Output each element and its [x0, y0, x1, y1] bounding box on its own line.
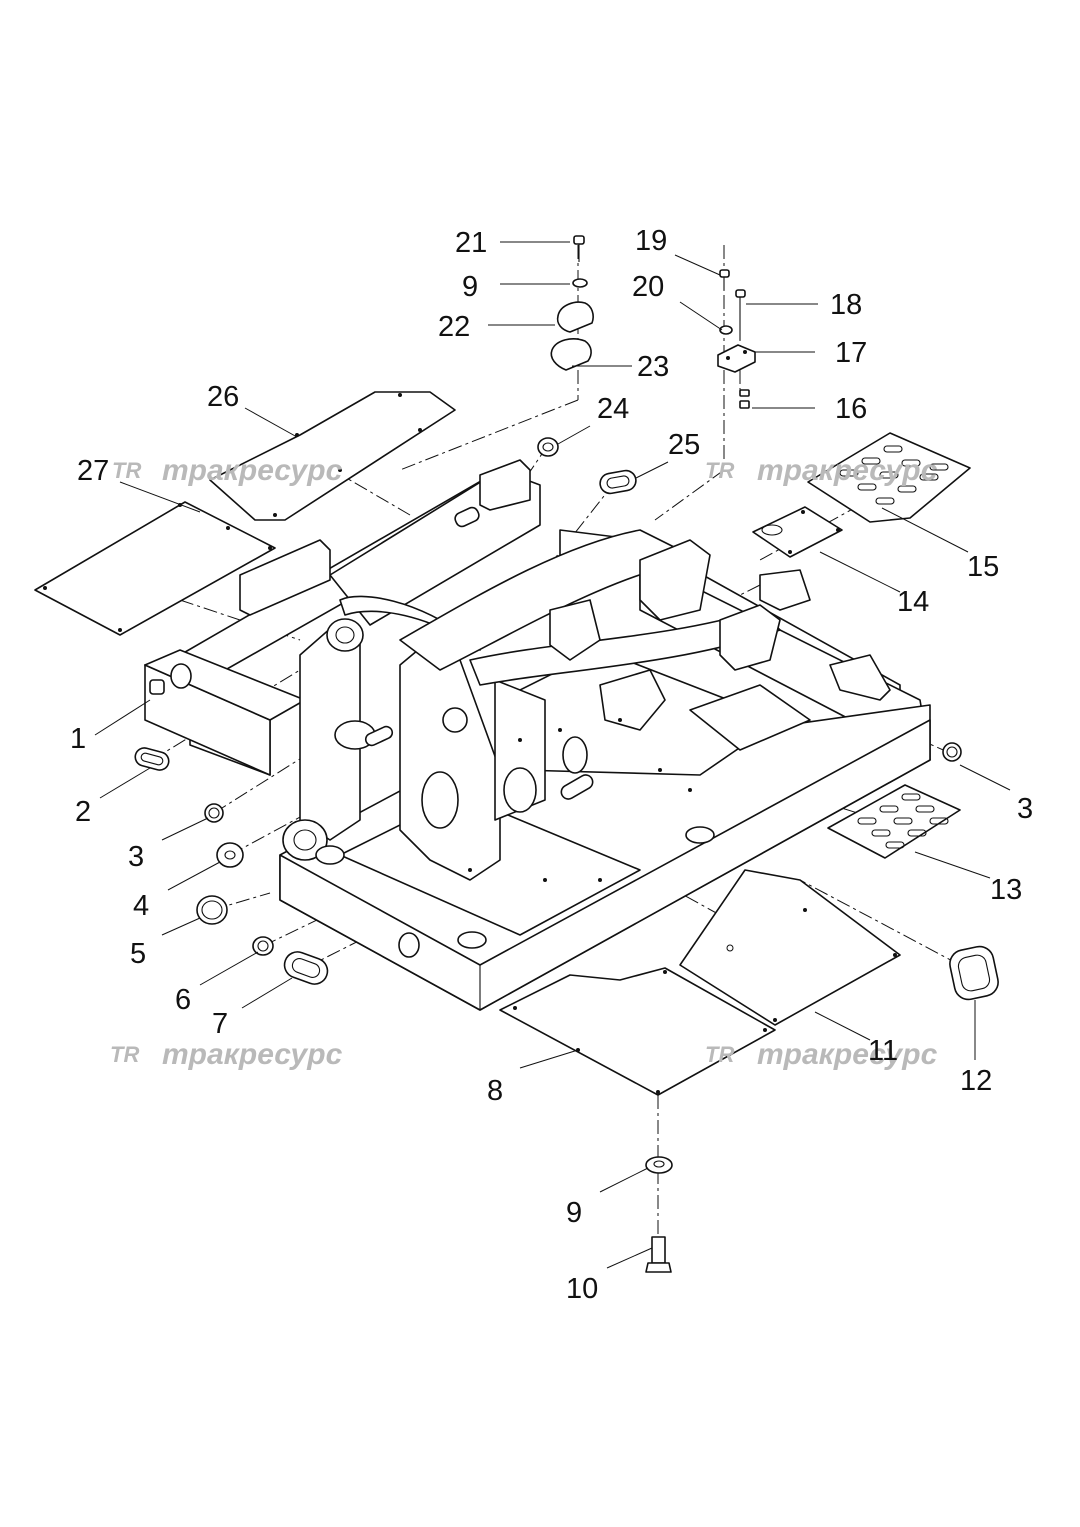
callout-2: 2 — [75, 796, 91, 828]
callout-21: 21 — [455, 227, 487, 259]
watermark-logo: TR — [112, 458, 141, 483]
callout-8: 8 — [487, 1075, 503, 1107]
washer-20 — [719, 325, 733, 335]
bracket-17 — [717, 344, 756, 373]
plate-14 — [752, 506, 843, 558]
callout-22: 22 — [438, 311, 470, 343]
callout-10: 10 — [566, 1273, 598, 1305]
callout-14: 14 — [897, 586, 929, 618]
callout-15: 15 — [967, 551, 999, 583]
watermark-text: тракресурс — [757, 1038, 938, 1071]
watermark-text: тракресурс — [757, 454, 938, 487]
callout-9: 9 — [566, 1197, 582, 1229]
callout-18: 18 — [830, 289, 862, 321]
callout-13: 13 — [990, 874, 1022, 906]
grommet-2 — [134, 747, 170, 771]
callout-19: 19 — [635, 225, 667, 257]
watermark-logo: TR — [705, 1042, 734, 1067]
callout-4: 4 — [133, 890, 149, 922]
washer-4 — [216, 842, 244, 868]
bolt-18 — [735, 289, 746, 340]
plug-6 — [252, 936, 274, 956]
plug-3-left — [204, 803, 224, 823]
plate-23 — [550, 338, 592, 371]
cover-plate-11 — [679, 869, 901, 1026]
cover-plate-8 — [499, 967, 776, 1096]
grommet-7 — [283, 951, 329, 985]
washer-9-bottom — [645, 1156, 673, 1174]
grated-plate-13 — [827, 784, 961, 859]
callout-9: 9 — [462, 271, 478, 303]
watermark-text: тракресурс — [162, 1038, 343, 1071]
main-frame — [144, 459, 931, 1011]
bolt-10 — [645, 1236, 672, 1273]
plate-22 — [556, 301, 594, 333]
ring-5 — [196, 895, 228, 925]
callout-25: 25 — [668, 429, 700, 461]
leader-lines — [94, 241, 1011, 1269]
watermark-text: тракресурс — [162, 454, 343, 487]
callout-27: 27 — [77, 455, 109, 487]
callout-3: 3 — [1017, 793, 1033, 825]
callout-23: 23 — [637, 351, 669, 383]
washer-9-top — [572, 278, 588, 288]
callout-labels: 21 9 22 23 19 20 18 17 16 26 24 25 27 15… — [70, 225, 1033, 1305]
callout-6: 6 — [175, 984, 191, 1016]
bolt-19 — [719, 269, 730, 290]
callout-5: 5 — [130, 938, 146, 970]
callout-3: 3 — [128, 841, 144, 873]
callout-20: 20 — [632, 271, 664, 303]
callout-16: 16 — [835, 393, 867, 425]
seal-24 — [537, 437, 559, 457]
callout-24: 24 — [597, 393, 629, 425]
grated-plate-15 — [807, 432, 971, 523]
watermark-logo: TR — [110, 1042, 139, 1067]
callout-1: 1 — [70, 723, 86, 755]
callout-26: 26 — [207, 381, 239, 413]
callout-11: 11 — [868, 1035, 898, 1067]
callout-7: 7 — [212, 1008, 228, 1040]
cover-plate-27 — [34, 501, 276, 636]
callout-17: 17 — [835, 337, 867, 369]
plug-3-right — [942, 742, 962, 762]
watermark-logo: TR — [705, 458, 734, 483]
cover-plate-26 — [209, 391, 456, 521]
watermark: TR тракресурс TR тракресурс TR тракресур… — [110, 454, 938, 1071]
grommet-25 — [599, 469, 637, 495]
callout-12: 12 — [960, 1065, 992, 1097]
nut-16 — [739, 389, 750, 409]
bolt-21 — [573, 235, 585, 262]
grommet-12 — [949, 945, 999, 1001]
